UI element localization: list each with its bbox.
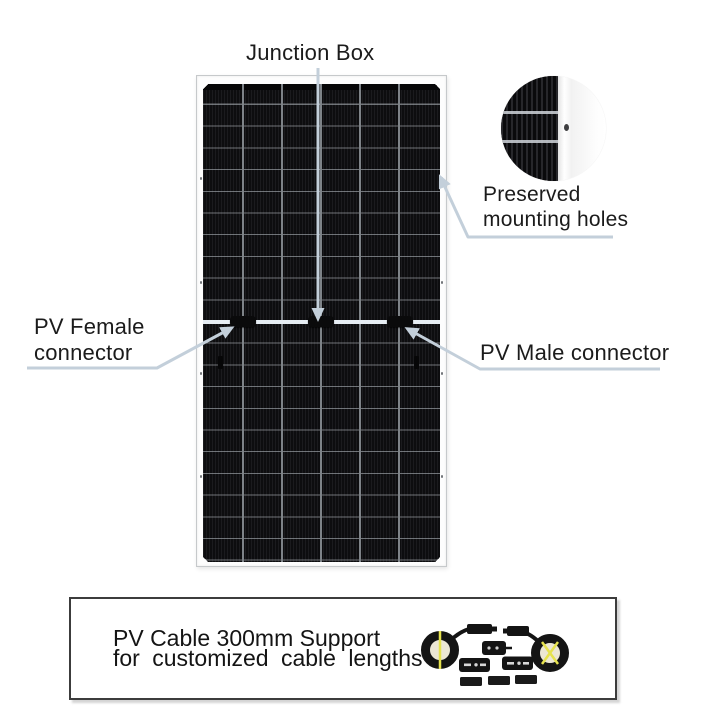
marking-dash: [507, 662, 514, 665]
pv-cable-text-line1: PV Cable 300mm Support: [113, 625, 381, 651]
spare-part: [488, 676, 510, 685]
marking-dash: [464, 663, 471, 667]
junction-box-right: [387, 316, 413, 327]
marking-dot: [517, 661, 521, 665]
pv-cable-text: PV Cable 300mm Support for customized ca…: [113, 625, 423, 671]
cable-clip-left: [218, 356, 223, 369]
panel-corner-cut: [435, 557, 440, 562]
magnified-frame-edge: [557, 76, 573, 181]
magnified-cell-line: [501, 140, 558, 144]
mc4-connector-icon: [507, 626, 529, 636]
preserved-mounting-holes-label: Preserved mounting holes: [483, 182, 628, 232]
mounting-hole: [200, 177, 202, 180]
cable-kit-image: [421, 624, 569, 686]
magnified-cells: [501, 76, 558, 181]
mounting-hole: [200, 372, 202, 375]
mounting-hole: [441, 281, 443, 284]
pv-cable-callout-box: PV Cable 300mm Support for customized ca…: [69, 597, 617, 700]
cable: [448, 627, 470, 643]
junction-box-left: [230, 316, 256, 327]
panel-corner-cut: [203, 84, 208, 89]
mounting-hole: [200, 475, 202, 478]
cable-coil-right: [531, 634, 569, 672]
marking-dot: [495, 646, 499, 650]
yellow-tie-icon: [540, 641, 560, 665]
junction-box-center: [308, 316, 334, 327]
pv-female-label-line2: connector: [34, 340, 133, 365]
marking-dot: [474, 663, 478, 667]
mounting-hole-detail-circle-icon: [501, 76, 606, 181]
solar-panel: [196, 75, 447, 567]
marking-dash: [480, 663, 486, 667]
mc4-tip: [503, 628, 508, 634]
marking-dash: [523, 662, 529, 665]
pv-cable-text-line2: for customized cable lengths: [113, 645, 423, 671]
magnified-mounting-hole: [563, 124, 569, 132]
preserved-label-line2: mounting holes: [483, 208, 629, 231]
cable-clip-right: [414, 356, 419, 369]
panel-corner-cut: [435, 84, 440, 89]
magnified-cell-line: [501, 110, 558, 114]
mounting-hole: [200, 281, 202, 284]
pv-female-connector-label: PV Female connector: [34, 314, 145, 366]
panel-corner-cut: [203, 557, 208, 562]
pv-male-connector-label: PV Male connector: [480, 340, 670, 365]
mc4-tip: [492, 626, 497, 632]
spare-part: [460, 677, 482, 686]
panel-cell-area: [203, 84, 440, 562]
spare-part: [515, 675, 537, 684]
mounting-hole: [441, 372, 443, 375]
marking-dot: [487, 646, 491, 650]
preserved-label-line1: Preserved: [483, 183, 581, 206]
magnified-frame-side: [572, 76, 606, 181]
mounting-hole: [441, 177, 443, 180]
mounting-hole: [441, 475, 443, 478]
mc4-connector-icon: [467, 624, 492, 634]
junction-box-label: Junction Box: [246, 40, 375, 65]
adapter-connector-icon: [482, 641, 506, 655]
pv-female-label-line1: PV Female: [34, 314, 145, 339]
